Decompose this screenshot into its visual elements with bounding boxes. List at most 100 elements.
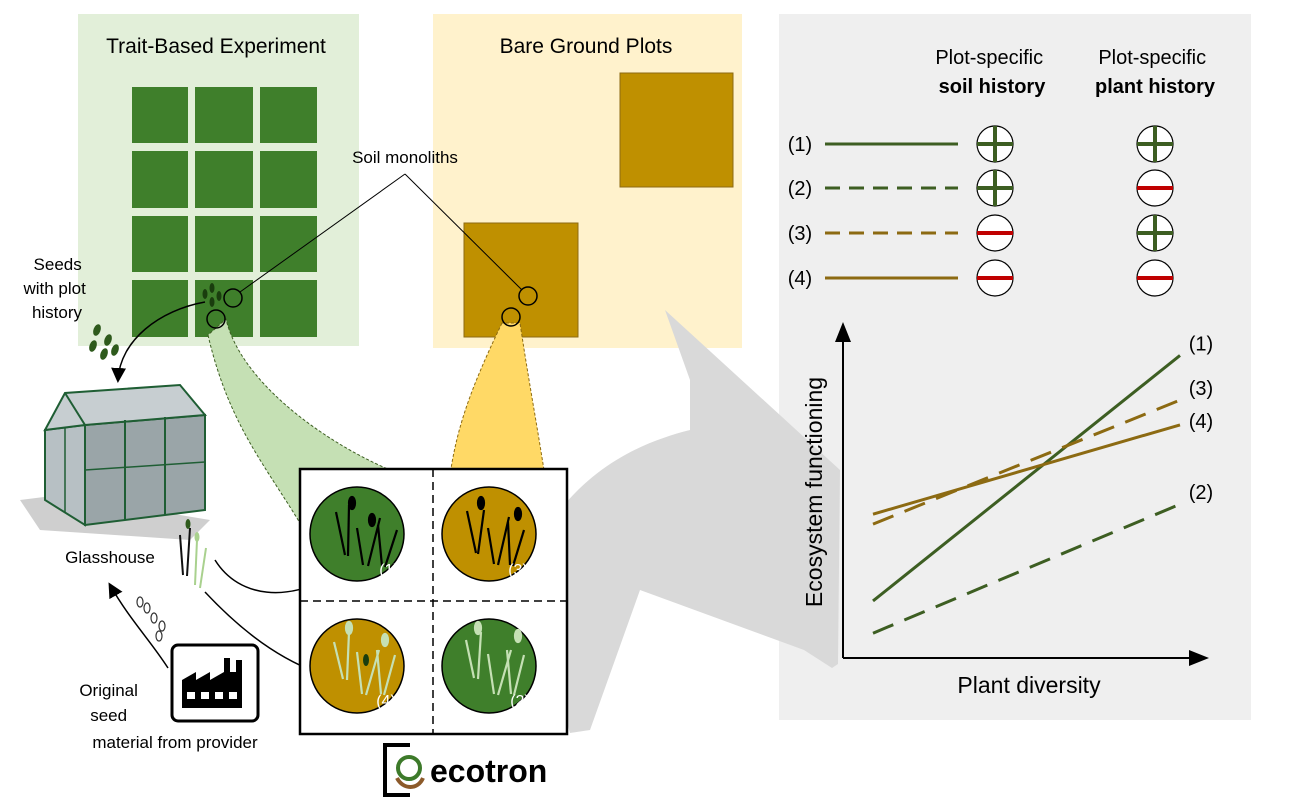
soil-sign-icon — [976, 214, 1014, 252]
pot-1-label: (1) — [379, 562, 399, 579]
series-line — [872, 502, 1181, 635]
ecotron-logo: ecotron — [383, 743, 547, 797]
pot-3-plants — [465, 495, 526, 567]
chart-panel — [779, 14, 1251, 720]
plot-square — [132, 87, 188, 143]
plot-square — [260, 216, 317, 272]
seed — [111, 344, 119, 356]
factory-window — [187, 692, 195, 699]
plot-square — [195, 87, 253, 143]
seedling-blade — [186, 527, 191, 577]
plot-square — [132, 151, 188, 208]
seed — [136, 596, 144, 608]
seed — [155, 630, 163, 642]
seed — [150, 612, 158, 624]
bare-title: Bare Ground Plots — [500, 35, 673, 58]
factory-icon — [170, 643, 260, 723]
plot-square — [195, 216, 253, 272]
series-end-label: (4) — [1189, 411, 1213, 433]
monolith-marker — [223, 288, 243, 308]
soil-sign-icon — [976, 259, 1014, 297]
trait-plot-grid — [132, 87, 317, 337]
callout-line — [404, 173, 523, 291]
seed — [104, 334, 112, 346]
series-end-label: (1) — [1189, 333, 1213, 355]
seed — [202, 289, 208, 299]
seedlings-icon — [179, 519, 207, 589]
series-line — [872, 398, 1181, 526]
glasshouse-roof — [43, 383, 207, 432]
seed — [216, 291, 222, 301]
soil-history-header: Plot-specific soil history — [935, 47, 1048, 98]
series-end-label: (3) — [1189, 378, 1213, 400]
legend-row-label: (4) — [788, 268, 812, 290]
seed — [143, 602, 151, 614]
logo-mark-brown — [395, 776, 425, 789]
logo-text: ecotron — [430, 753, 547, 789]
seed — [209, 283, 215, 293]
soil-sign-icon — [976, 125, 1014, 163]
pot-4-label: (4) — [376, 693, 396, 710]
monolith-marker — [518, 286, 538, 306]
callout-line — [239, 173, 406, 293]
plot-square — [260, 280, 317, 337]
seeds-label: Seeds with plot history — [22, 255, 90, 322]
seeds-arrow — [111, 301, 206, 383]
plant-history-header: Plot-specific plant history — [1095, 47, 1216, 98]
plant-sign-icon — [1136, 214, 1174, 252]
plot-square — [260, 87, 317, 143]
plot-square — [260, 151, 317, 208]
seed — [89, 340, 97, 352]
legend-row-label: (1) — [788, 134, 812, 156]
plot-seeds — [202, 283, 222, 307]
factory-shape — [182, 658, 242, 708]
bare-plot-large — [619, 72, 734, 188]
original-label: Original seed material from provider — [79, 681, 258, 752]
bare-plot-sampled — [463, 222, 579, 338]
factory-window — [229, 692, 237, 699]
logo-mark-green — [396, 755, 422, 781]
plant-sign-icon — [1136, 125, 1174, 163]
plot-square — [132, 216, 188, 272]
series-end-label: (2) — [1189, 482, 1213, 504]
trait-title: Trait-Based Experiment — [106, 35, 326, 58]
pot-3-label: (3) — [508, 562, 528, 579]
series-line — [872, 354, 1181, 603]
seed — [158, 620, 166, 632]
pot-2-plants — [464, 620, 526, 696]
chart-series: (1) (3) (4) (2) — [872, 333, 1213, 635]
pot-1-plants — [334, 495, 399, 568]
seed — [100, 348, 108, 360]
provider-arrow — [108, 582, 169, 669]
glasshouse-icon — [20, 383, 210, 540]
soil-monoliths-label: Soil monoliths — [352, 148, 458, 167]
seed — [209, 297, 215, 307]
series-line — [872, 423, 1181, 516]
glasshouse-label: Glasshouse — [65, 548, 155, 567]
plant-sign-icon — [1136, 169, 1174, 207]
history-seeds — [89, 324, 119, 360]
seedling-blade — [194, 539, 198, 586]
legend-row-label: (3) — [788, 223, 812, 245]
pot-grid: (1) (3) (4) (2) — [298, 467, 569, 736]
glasshouse-right-wall — [84, 413, 206, 527]
transfer-arrow — [560, 310, 840, 733]
seed — [194, 532, 200, 542]
glasshouse-frame — [84, 461, 206, 471]
pot-4-plants — [332, 620, 397, 696]
seedling-blade — [199, 547, 207, 589]
monolith-marker — [206, 309, 226, 329]
factory-window — [215, 692, 223, 699]
glasshouse-frame — [64, 392, 86, 426]
legend-rows: (1) (2) (3) (4) — [788, 125, 1174, 297]
original-seeds — [136, 596, 166, 642]
plot-square — [195, 151, 253, 208]
seedling-blade — [179, 534, 184, 576]
seed — [93, 324, 101, 336]
y-axis-label: Ecosystem functioning — [801, 377, 827, 607]
soil-sign-icon — [976, 169, 1014, 207]
pot-2-label: (2) — [510, 693, 530, 710]
legend-row-label: (2) — [788, 178, 812, 200]
logo-bracket — [383, 743, 410, 797]
